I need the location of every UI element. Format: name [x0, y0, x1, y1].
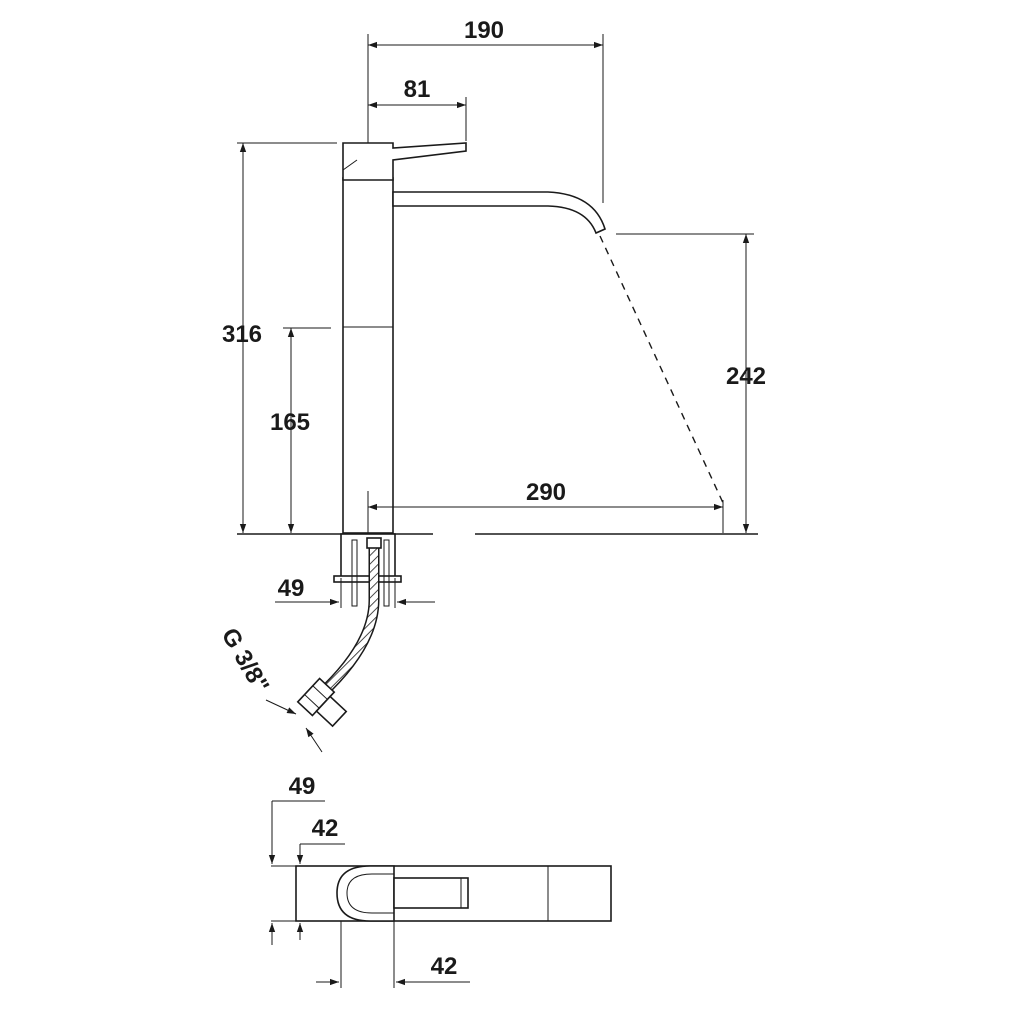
- lever-bevel: [342, 159, 358, 171]
- fixing-plate: [333, 575, 402, 583]
- dim-plan-inner-width: 42: [312, 815, 339, 842]
- flexible-hose: [317, 540, 378, 698]
- fixing-stud: [351, 539, 358, 607]
- dim-body-lower-height: 165: [270, 409, 310, 436]
- thread-leader-lower: [305, 727, 323, 753]
- plan-lever-curve: [346, 873, 394, 914]
- dim-lever-length: 81: [404, 76, 431, 103]
- elevation-view: 190 81 316 165 242 290 49 G 3/8": [216, 17, 766, 753]
- thread-leader-upper: [265, 699, 297, 715]
- lever-handle: [342, 142, 467, 181]
- fixing-stud: [383, 539, 390, 607]
- dim-total-reach: 190: [464, 17, 504, 44]
- hose-connector: [366, 537, 382, 549]
- plan-view: 49 42 42: [268, 773, 612, 988]
- dim-spout-projection: 290: [526, 479, 566, 506]
- hose-nut: [296, 677, 348, 728]
- spout: [392, 191, 606, 235]
- dim-plan-depth: 42: [431, 953, 458, 980]
- dim-base-width: 49: [278, 575, 305, 602]
- dim-plan-width: 49: [289, 773, 316, 800]
- hose-thread-label: G 3/8": [216, 624, 274, 698]
- faucet-body: [342, 177, 394, 534]
- water-stream: [599, 235, 725, 506]
- plan-lever-handle: [393, 877, 469, 909]
- dim-spout-height: 242: [726, 363, 766, 390]
- dim-total-height: 316: [222, 321, 262, 348]
